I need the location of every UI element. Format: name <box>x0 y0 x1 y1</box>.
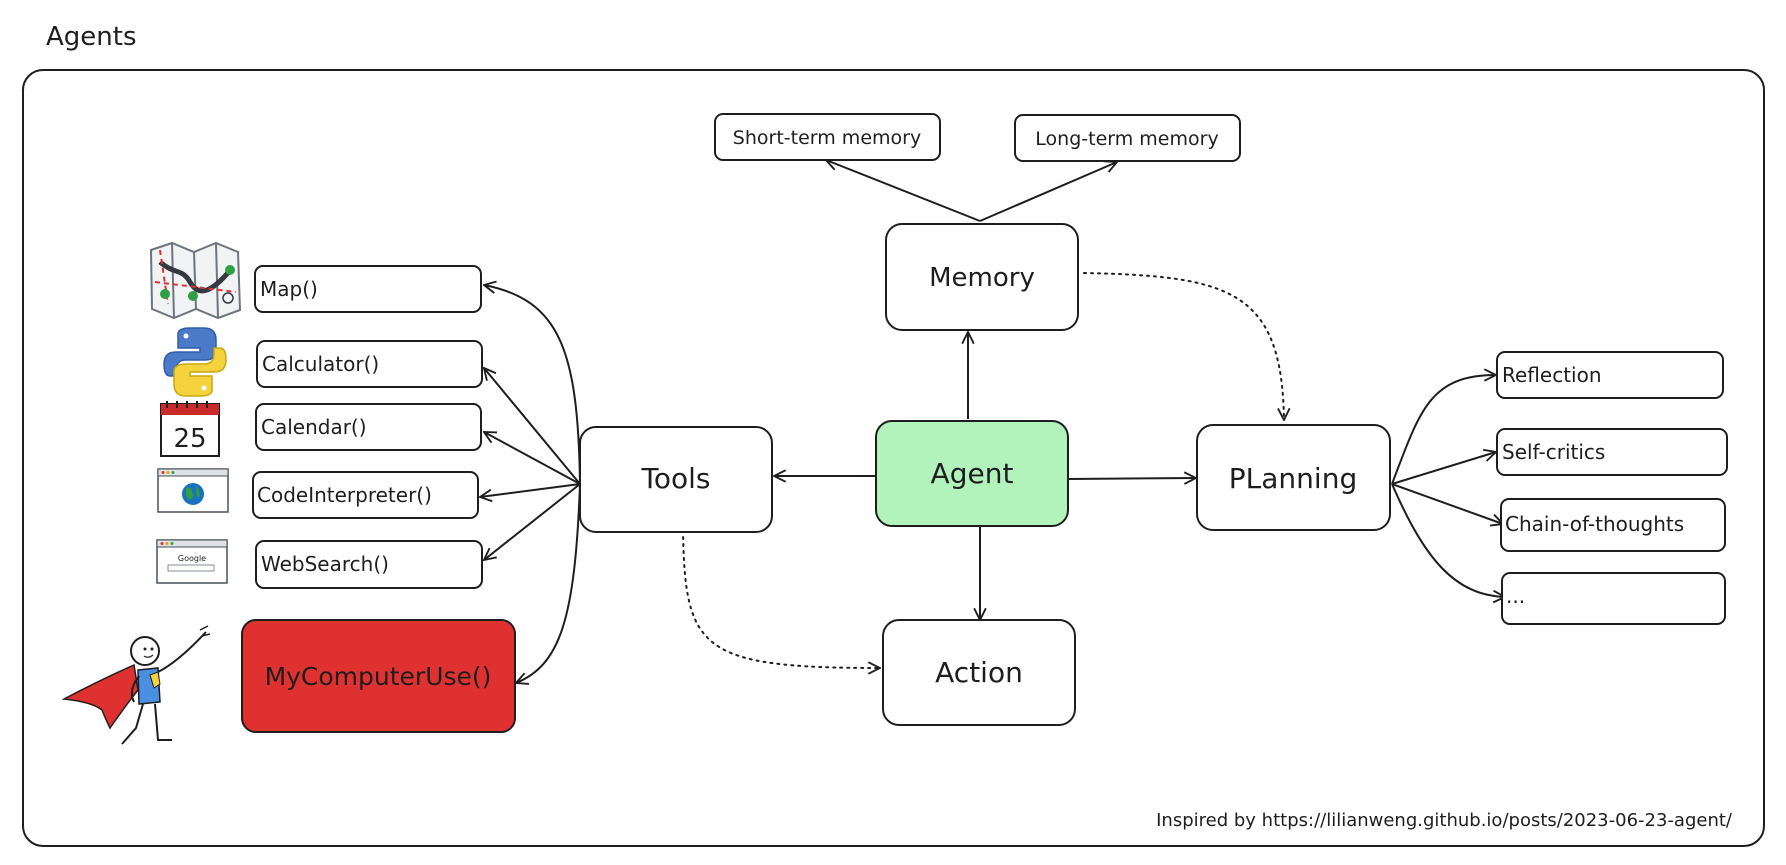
agent-node-box <box>875 420 1069 527</box>
tool-codeinterpreter[interactable]: CodeInterpreter() <box>252 471 479 519</box>
short-term-memory-label: Short-term memory <box>733 127 921 149</box>
tools-node[interactable]: Tools <box>579 426 773 533</box>
edge-planning-chain-of-thoughts <box>1391 483 1503 524</box>
footer-credit: Inspired by https://lilianweng.github.io… <box>1156 810 1733 831</box>
planning-node-label: PLanning <box>1229 462 1357 495</box>
python-logo-icon <box>163 327 227 397</box>
edge-memory-planning-dotted <box>1083 272 1284 420</box>
edge-tools-mycomputeruse <box>516 483 581 683</box>
short-term-memory-node[interactable]: Short-term memory <box>714 113 941 161</box>
edge-tools-codeinterpreter <box>480 483 581 497</box>
edge-planning-ellipsis <box>1391 483 1505 597</box>
tool-calendar[interactable]: Calendar() <box>255 403 482 451</box>
planning-item-ellipsis-label: ... <box>1506 584 1525 608</box>
tools-node-label: Tools <box>641 462 711 495</box>
memory-node[interactable]: Memory <box>885 223 1079 331</box>
diagram-title: Agents <box>46 22 137 52</box>
planning-item-ellipsis[interactable]: ... <box>1501 572 1726 625</box>
tool-mycomputeruse-box <box>241 619 516 733</box>
action-node[interactable]: Action <box>882 619 1076 726</box>
planning-item-self-critics-label: Self-critics <box>1502 440 1605 464</box>
action-node-label: Action <box>935 656 1023 689</box>
edge-planning-self-critics <box>1391 452 1496 485</box>
edge-tools-calculator <box>484 368 581 485</box>
edge-tools-websearch <box>484 483 581 560</box>
edge-memory-short-term <box>826 160 981 222</box>
planning-item-chain-of-thoughts-label: Chain-of-thoughts <box>1505 512 1684 536</box>
tool-websearch[interactable]: WebSearch() <box>255 540 483 589</box>
tool-codeinterpreter-label: CodeInterpreter() <box>257 483 432 507</box>
edge-planning-reflection <box>1391 375 1496 485</box>
edge-tools-calendar <box>484 432 581 485</box>
tool-mycomputeruse-label: MyComputerUse() <box>265 662 492 691</box>
calendar-icon: 25 <box>160 401 220 457</box>
edge-tools-action-dotted <box>682 529 880 668</box>
memory-node-label: Memory <box>929 263 1035 293</box>
search-logo: Google <box>178 554 206 563</box>
planning-node[interactable]: PLanning <box>1196 424 1391 531</box>
folded-map-icon <box>149 241 242 320</box>
outer-frame <box>22 69 1765 847</box>
tool-calculator[interactable]: Calculator() <box>256 340 483 388</box>
long-term-memory-label: Long-term memory <box>1035 128 1218 150</box>
tool-calculator-label: Calculator() <box>262 352 379 376</box>
agent-node-label: Agent <box>931 457 1014 490</box>
planning-item-self-critics[interactable]: Self-critics <box>1496 428 1728 476</box>
long-term-memory-node[interactable]: Long-term memory <box>1014 114 1241 162</box>
planning-item-chain-of-thoughts[interactable]: Chain-of-thoughts <box>1500 498 1726 552</box>
agent-node[interactable]: Agent <box>875 420 1069 527</box>
edge-tools-map <box>484 285 581 485</box>
planning-item-reflection-label: Reflection <box>1502 363 1602 387</box>
tool-map[interactable]: Map() <box>254 265 482 313</box>
tool-websearch-label: WebSearch() <box>261 552 389 576</box>
tool-mycomputeruse[interactable]: MyComputerUse() <box>241 619 516 733</box>
edge-agent-planning <box>1067 478 1196 479</box>
browser-search-icon: Google <box>156 539 228 584</box>
edge-memory-long-term <box>979 162 1117 222</box>
superhero-stickman-icon <box>61 625 211 745</box>
browser-globe-icon <box>157 468 229 513</box>
tool-calendar-label: Calendar() <box>261 415 367 439</box>
calendar-day: 25 <box>173 424 206 454</box>
planning-item-reflection[interactable]: Reflection <box>1496 351 1724 399</box>
tool-map-label: Map() <box>260 277 318 301</box>
